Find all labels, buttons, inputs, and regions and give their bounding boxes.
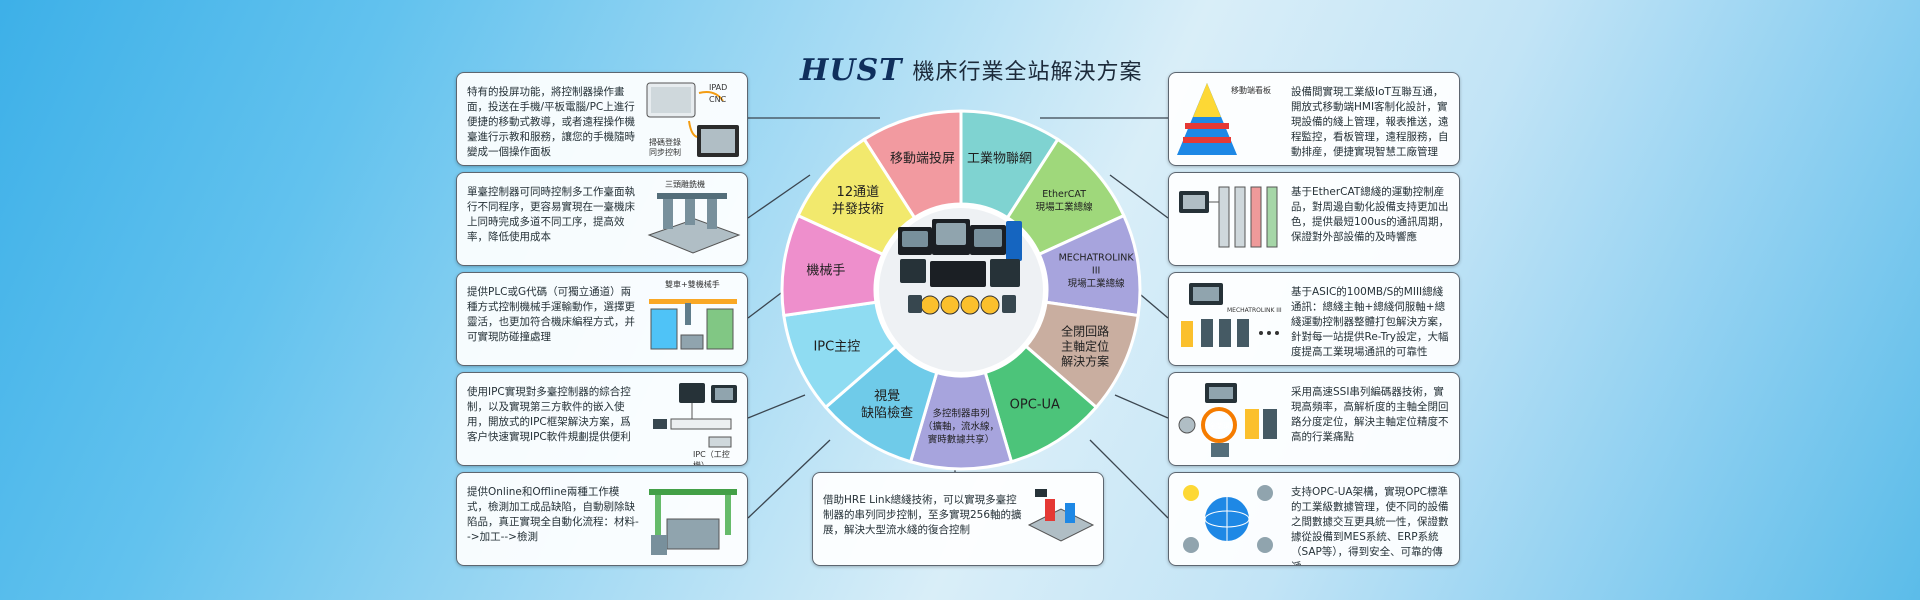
controller-panel	[990, 259, 1020, 287]
opcua-globe-illustration	[1175, 479, 1285, 559]
panel-description: 借助HRE Link總綫技術，可以實現多臺控制器的串列同步控制，至多實現256軸…	[823, 494, 1022, 536]
controller-panel	[900, 259, 926, 283]
scan-login-label: 掃碼登錄	[649, 138, 681, 147]
vision-line-illustration	[645, 479, 741, 559]
panel-description: 支持OPC-UA架構，實現OPC標準的工業級數據管理，使不同的設備之間數據交互更…	[1291, 486, 1449, 565]
robot-arm-illustration: 雙車+雙機械手	[645, 279, 741, 359]
machine-label: 三頭雕銑機	[665, 180, 705, 189]
panel-description: 提供Online和Offline兩種工作模式，檢測加工成品缺陷，自動剔除缺陷品，…	[467, 486, 639, 543]
controller-products-illustration	[898, 219, 1022, 315]
panel-description: 設備間實現工業級IoT互聯互通，開放式移動端HMI客制化設計，實現設備的綫上管理…	[1291, 86, 1449, 158]
wheel-segment-label: 全閉回路 主軸定位 解決方案	[1061, 324, 1110, 369]
right-panel-iot: 移動端看板 設備間實現工業級IoT互聯互通，開放式移動端HMI客制化設計，實現設…	[1168, 72, 1460, 166]
panel-description: 基于ASIC的100MB/S的MIII總綫通訊：總綫主軸+總綫伺服軸+總綫運動控…	[1291, 286, 1449, 358]
wheel-segment-label: MECHATROLINK III 現場工業總線	[1058, 252, 1134, 290]
right-panel-ethercat: 基于EtherCAT總綫的運動控制産品，對周邊自動化設備支持更加出色，提供最短1…	[1168, 172, 1460, 266]
left-panel-robot-arm: 提供PLC或G代碼（可獨立通道）兩種方式控制機械手運輸動作，選擇更靈活，也更加符…	[456, 272, 748, 366]
iot-pyramid-illustration: 移動端看板	[1175, 79, 1285, 159]
left-panel-mobile-projection: 特有的投屏功能，將控制器操作畫面，投送在手機/平板電腦/PC上進行便捷的移動式教…	[456, 72, 748, 166]
cnc-label: CNC	[709, 95, 727, 104]
servo-drive	[908, 295, 922, 313]
mechatrolink-label: MECHATROLINK III	[1227, 307, 1282, 314]
left-panel-multi-channel: 單臺控制器可同時控制多工作臺面執行不同程序，更容易實現在一臺機床上同時完成多道不…	[456, 172, 748, 266]
panel-description: 提供PLC或G代碼（可獨立通道）兩種方式控制機械手運輸動作，選擇更靈活，也更加符…	[467, 286, 635, 343]
closed-loop-label: 全閉環	[1209, 422, 1230, 430]
left-panel-ipc: 使用IPC實現對多臺控制器的綜合控制，以及實現第三方軟件的嵌入使用，開放式的IP…	[456, 372, 748, 466]
ipc-illustration: IPC（工控機）	[645, 379, 741, 465]
servo-motor	[980, 295, 1000, 315]
wheel-segment-label: 工業物聯網	[966, 151, 1032, 167]
panel-description: 采用高速SSI串列編碼器技術，實現高頻率，高解析度的主軸全閉回路分度定位，解決主…	[1291, 386, 1449, 443]
wheel-graphic	[780, 109, 1142, 471]
servo-motor	[960, 295, 980, 315]
panel-description: 特有的投屏功能，將控制器操作畫面，投送在手機/平板電腦/PC上進行便捷的移動式教…	[467, 86, 635, 158]
drive-unit	[1006, 221, 1022, 261]
production-line-illustration	[1025, 481, 1095, 551]
solution-wheel: 移動端投屏工業物聯網 EtherCAT 現場工業總線 MECHATROLINK II…	[780, 109, 1142, 471]
sync-control-label: 同步控制	[649, 148, 681, 157]
closed-loop-illustration: 全閉環	[1175, 379, 1285, 459]
wheel-segment-label: 機械手	[806, 263, 846, 279]
ipad-label: IPAD	[709, 83, 728, 92]
mobile-board-label: 移動端看板	[1231, 86, 1271, 95]
wheel-segment-label: EtherCAT 現場工業總線	[1035, 188, 1093, 213]
title-text: 機床行業全站解決方案	[912, 60, 1143, 85]
panel-description: 基于EtherCAT總綫的運動控制産品，對周邊自動化設備支持更加出色，提供最短1…	[1291, 186, 1450, 243]
wheel-segment-label: 多控制器串列 （擴軸，流水線， 實時數據共享）	[922, 408, 1000, 445]
panel-description: 單臺控制器可同時控制多工作臺面執行不同程序，更容易實現在一臺機床上同時完成多道不…	[467, 186, 635, 243]
right-panel-mechatrolink: MECHATROLINK III 基于ASIC的100MB/S的MIII總綫通訊…	[1168, 272, 1460, 366]
machine-label: 雙車+雙機械手	[665, 280, 720, 289]
wheel-segment-label: 視覺 缺陷檢查	[861, 388, 914, 421]
wheel-segment-label: OPC-UA	[1009, 397, 1060, 413]
wheel-segment-label: IPC主控	[813, 339, 861, 355]
wheel-segment-label: 移動端投屏	[890, 151, 956, 167]
wheel-segment-label: 12通道 并發技術	[831, 184, 884, 217]
servo-drive	[1002, 295, 1016, 313]
hust-logo: HUST	[800, 52, 903, 88]
servo-motor	[940, 295, 960, 315]
right-panel-opcua: 支持OPC-UA架構，實現OPC標準的工業級數據管理，使不同的設備之間數據交互更…	[1168, 472, 1460, 566]
page-title: HUST 機床行業全站解決方案	[800, 50, 1143, 90]
ipc-label: IPC（工控機）	[693, 450, 730, 466]
servo-motor	[920, 295, 940, 315]
engraving-machine-illustration: 三頭雕銑機	[645, 179, 741, 259]
ethercat-illustration	[1175, 179, 1285, 259]
mechatrolink-illustration: MECHATROLINK III	[1175, 279, 1285, 359]
bottom-panel-hre-link: 借助HRE Link總綫技術，可以實現多臺控制器的串列同步控制，至多實現256軸…	[812, 472, 1104, 566]
left-panel-vision: 提供Online和Offline兩種工作模式，檢測加工成品缺陷，自動剔除缺陷品，…	[456, 472, 748, 566]
right-panel-closed-loop: 全閉環 采用高速SSI串列編碼器技術，實現高頻率，高解析度的主軸全閉回路分度定位…	[1168, 372, 1460, 466]
panel-description: 使用IPC實現對多臺控制器的綜合控制，以及實現第三方軟件的嵌入使用，開放式的IP…	[467, 386, 631, 443]
io-module	[930, 261, 986, 287]
mobile-projection-illustration: IPAD CNC 掃碼登錄 同步控制	[645, 79, 741, 159]
